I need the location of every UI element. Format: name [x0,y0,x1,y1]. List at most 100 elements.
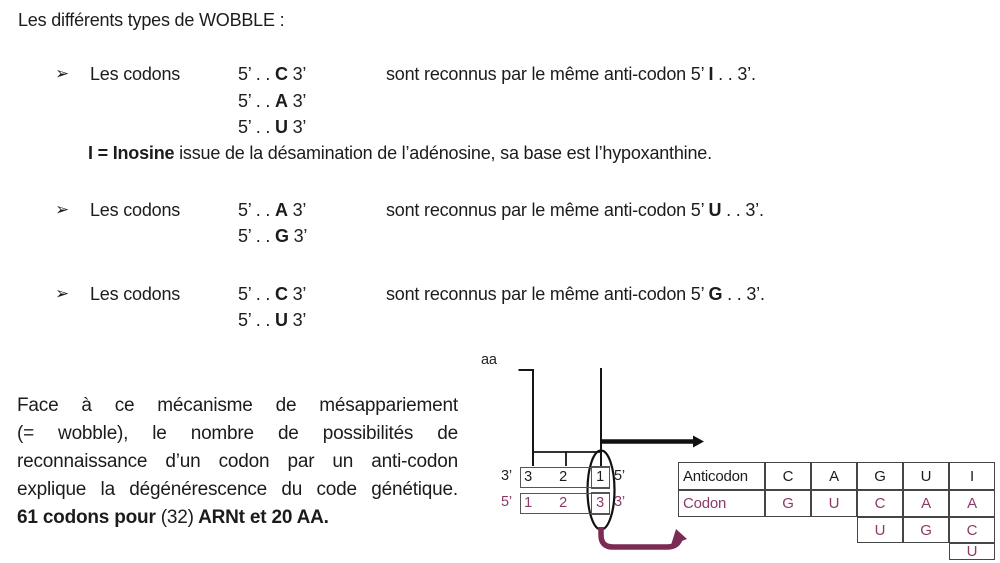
code-base: U [274,310,288,330]
paragraph-line: Face à ce mécanisme de mésappariement [17,395,458,416]
code-post: 3’ [287,284,307,304]
code-post: 3’ [287,200,307,220]
code-post: 3’ [287,310,307,330]
recognition-post: . . 3’. [713,64,756,84]
code-base: G [274,226,289,246]
code-base: A [274,200,288,220]
table-header-cell: Anticodon [678,462,765,490]
bullet-label: Les codons [90,200,181,220]
arrow-bullet-icon: ➢ [55,200,70,219]
code-base: C [274,64,288,84]
table-extra-cell: C [949,517,995,543]
codon-code: 5’ . . G 3’ [238,226,307,247]
table-header-cell: U [903,462,949,490]
codon-code: 5’ . . C 3’ [238,284,306,305]
table-extra-cell: U [857,517,903,543]
recognition-base: U [708,200,722,220]
arrow-bullet-icon: ➢ [55,64,70,83]
codon-position: 3 [596,495,604,511]
code-post: 3’ [288,226,308,246]
paragraph-final-line: 61 codons pour (32) ARNt et 20 AA. [17,504,458,532]
table-codon-label-cell: Codon [678,490,765,517]
bullet-1-line-2: 5’ . . A 3’ [0,91,1000,115]
arrow-to-table-head [693,435,704,448]
table-extra-cell: U [949,543,995,560]
table-header-cell: C [765,462,811,490]
recognition-text: sont reconnus par le même anti-codon 5’ … [386,200,764,221]
bullet-1-line-1: ➢ Les codons 5’ . . C 3’ sont reconnus p… [0,64,1000,88]
final-bold-1: 61 codons pour [17,507,161,528]
anticodon-left-end-label: 3’ [501,468,512,484]
code-pre: 5’ . . [238,117,275,137]
table-codon-cell: U [811,490,857,517]
recognition-text: sont reconnus par le même anti-codon 5’ … [386,284,765,305]
final-bold-2: ARNt et 20 AA. [193,507,329,528]
code-base: A [274,91,288,111]
inosine-note: I = Inosine issue de la désamination de … [88,143,712,164]
code-pre: 5’ . . [238,91,275,111]
anticodon-position: 3 [524,469,532,485]
code-post: 3’ [287,91,307,111]
code-base: C [274,284,288,304]
codon-code: 5’ . . U 3’ [238,310,306,331]
paragraph-line: reconnaissance d’un codon par un anti-co… [17,451,458,472]
table-codon-cell: G [765,490,811,517]
codon-right-end-label: 3’ [614,494,625,510]
recognition-base: G [708,284,723,304]
anticodon-position: 1 [596,469,604,485]
recognition-base: I [708,64,714,84]
code-post: 3’ [287,117,307,137]
recognition-pre: sont reconnus par le même anti-codon 5’ [386,200,709,220]
trna-acceptor-line [518,369,534,466]
wobble-arrow-head [671,529,687,545]
codon-wobble-cell-box [591,492,610,515]
recognition-post: . . 3’. [722,284,765,304]
codon-code: 5’ . . C 3’ [238,64,306,85]
codon-left-end-label: 5’ [501,494,512,510]
code-pre: 5’ . . [238,310,275,330]
code-pre: 5’ . . [238,226,275,246]
anticodon-position: 2 [559,469,567,485]
table-header-cell: A [811,462,857,490]
recognition-pre: sont reconnus par le même anti-codon 5’ [386,284,709,304]
aa-label: aa [481,352,497,368]
codon-code: 5’ . . U 3’ [238,117,306,138]
code-post: 3’ [287,64,307,84]
table-header-cell: I [949,462,995,490]
recognition-post: . . 3’. [721,200,764,220]
page-title: Les différents types de WOBBLE : [18,10,285,30]
bullet-3-line-2: 5’ . . U 3’ [0,310,1000,334]
table-codon-cell: A [949,490,995,517]
recognition-pre: sont reconnus par le même anti-codon 5’ [386,64,709,84]
code-base: U [274,117,288,137]
inosine-note-rest: issue de la désamination de l’adénosine,… [174,143,712,163]
wobble-arrow-shaft [598,527,683,550]
table-codon-cell: C [857,490,903,517]
codon-code: 5’ . . A 3’ [238,91,306,112]
anticodon-wobble-cell-box [591,466,610,489]
recognition-text: sont reconnus par le même anti-codon 5’ … [386,64,756,85]
codon-code: 5’ . . A 3’ [238,200,306,221]
paragraph: Face à ce mécanisme de mésappariement (=… [17,392,458,532]
codon-position: 1 [524,495,532,511]
bullet-3-line-1: ➢ Les codons 5’ . . C 3’ sont reconnus p… [0,284,1000,308]
paragraph-line: explique la dégénérescence du code génét… [17,479,458,500]
bullet-2-line-1: ➢ Les codons 5’ . . A 3’ sont reconnus p… [0,200,1000,224]
codon-position: 2 [559,495,567,511]
code-pre: 5’ . . [238,200,275,220]
bullet-label: Les codons [90,284,181,304]
bullet-2-line-2: 5’ . . G 3’ [0,226,1000,250]
code-pre: 5’ . . [238,64,275,84]
final-normal: (32) [160,507,194,528]
paragraph-line: (= wobble), le nombre de possibilités de [17,423,458,444]
inosine-note-bold: I = Inosine [88,143,175,163]
bullet-1-line-3: 5’ . . U 3’ [0,117,1000,141]
table-header-cell: G [857,462,903,490]
bullet-label: Les codons [90,64,181,84]
table-extra-cell: G [903,517,949,543]
code-pre: 5’ . . [238,284,275,304]
table-codon-cell: A [903,490,949,517]
wobble-position-ellipse [586,449,616,531]
arrow-bullet-icon: ➢ [55,284,70,303]
